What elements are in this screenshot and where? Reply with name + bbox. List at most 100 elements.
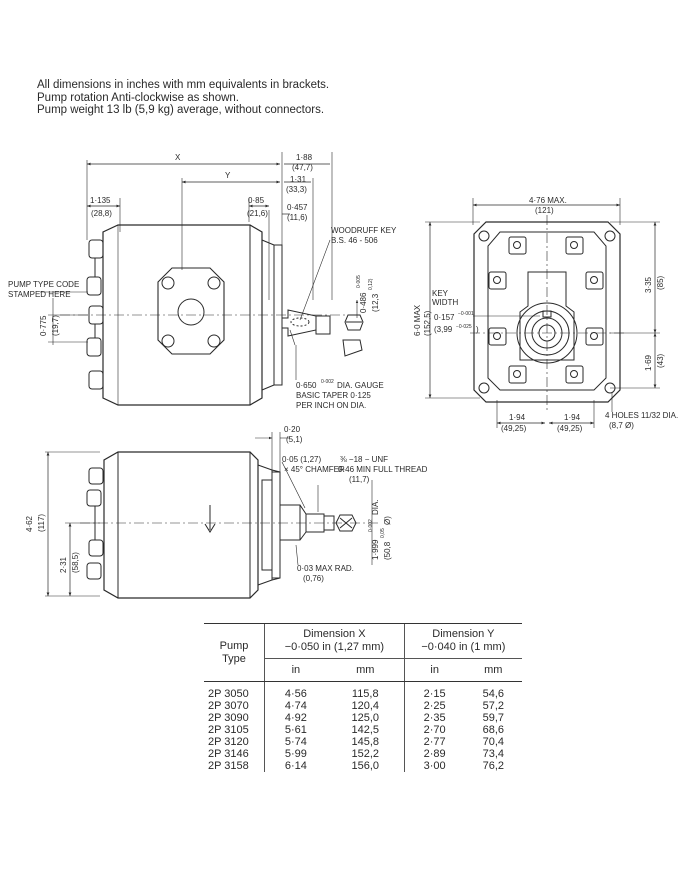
dim-y: Y — [225, 171, 231, 180]
notes-block: All dimensions in inches with mm equival… — [37, 79, 337, 117]
dim-020-mm: (5,1) — [286, 435, 303, 444]
key-value-mm-tol: −0·025 — [456, 324, 472, 330]
dim-1999-mm-end: Ø) — [383, 516, 392, 525]
cell-y-mm: 59,7 — [482, 712, 504, 724]
col-dimension-y: Dimension Y −0·040 in (1 mm) — [403, 623, 522, 659]
dim-1999: 1·999 — [371, 539, 380, 560]
dim-0457: 0·457 — [287, 203, 308, 212]
dim-0486: 0·486 — [359, 292, 368, 313]
dim-085: 0·85 — [248, 196, 265, 205]
col-type-label: Type — [222, 652, 246, 665]
key-value-tol: −0·001 — [458, 311, 474, 317]
col-dimension-x: Dimension X −0·050 in (1,27 mm) — [264, 623, 405, 659]
cell-pump-type: 2P 3120 — [208, 736, 249, 748]
dim-462: 4·62 — [25, 515, 34, 532]
cell-x-mm: 125,0 — [351, 712, 380, 724]
dim-0486-tol: 0·005 — [356, 275, 362, 288]
woodruff-spec: B.S. 46 - 506 — [331, 236, 378, 245]
cell-y-in: 2·25 — [403, 700, 465, 712]
cell-y-in: 2·35 — [403, 712, 465, 724]
cell-y-in: 2·77 — [403, 736, 465, 748]
holes-label: 4 HOLES 11/32 DIA. — [605, 411, 678, 420]
dim-005: 0·05 (1,27) — [282, 455, 321, 464]
col-pump-type: Pump Type — [204, 623, 265, 682]
dim-1135-mm: (28,8) — [91, 209, 112, 218]
gauge-label: DIA. GAUGE — [337, 381, 384, 390]
cell-pump-type: 2P 3105 — [208, 724, 249, 736]
dim-0457-mm: (11,6) — [287, 213, 308, 222]
woodruff-label: WOODRUFF KEY — [331, 226, 397, 235]
key-label: KEY — [432, 289, 449, 298]
cell-y-mm: 54,6 — [482, 688, 504, 700]
unit-in-x: in — [263, 658, 327, 682]
dim-169: 1·69 — [644, 354, 653, 371]
cell-x-in: 5·61 — [263, 724, 327, 736]
gauge-value: 0·650 — [296, 381, 317, 390]
cell-y-mm: 70,4 — [482, 736, 504, 748]
col-x-tol: −0·050 in (1,27 mm) — [284, 641, 385, 653]
dim-335-mm: (85) — [656, 275, 665, 290]
cell-pump-type: 2P 3070 — [208, 700, 249, 712]
note-rotation: Pump rotation Anti-clockwise as shown. — [37, 91, 239, 104]
dim-476-mm: (121) — [535, 206, 554, 215]
cell-x-mm: 142,5 — [351, 724, 380, 736]
radius-label: 0·03 MAX RAD. — [297, 564, 354, 573]
plan-view — [45, 432, 380, 599]
holes-mm: (8,7 Ø) — [609, 421, 634, 430]
dim-1999-dia: DIA. — [371, 499, 380, 515]
dim-194-left-mm: (49,25) — [501, 424, 527, 433]
dim-335: 3·35 — [644, 276, 653, 293]
dim-60-mm: (152,5) — [423, 310, 432, 336]
cell-y-mm: 73,4 — [482, 748, 504, 760]
dim-462-mm: (117) — [37, 514, 46, 532]
side-view — [40, 152, 364, 406]
plan-view-labels: 0·20 (5,1) 0·05 (1,27) × 45° CHAMFER ⅜ −… — [25, 425, 428, 583]
dim-188: 1·88 — [296, 153, 313, 162]
end-view — [425, 198, 660, 428]
thread-mm: (11,7) — [349, 475, 370, 484]
dim-1999-tol: 0·002 — [368, 519, 374, 532]
dim-020: 0·20 — [284, 425, 301, 434]
pump-code-label-2: STAMPED HERE — [8, 290, 71, 299]
table-row: 2P 3120 5·74 145,8 2·77 70,4 — [204, 736, 522, 748]
cell-x-in: 4·74 — [263, 700, 327, 712]
cell-x-mm: 156,0 — [351, 760, 380, 772]
dim-60: 6·0 MAX — [413, 304, 422, 336]
cell-x-in: 4·92 — [263, 712, 327, 724]
cell-y-in: 2·70 — [403, 724, 465, 736]
dim-0775-mm: (19,7) — [51, 315, 60, 336]
key-value-mm-end: ) — [476, 325, 479, 334]
col-pump-label: Pump — [219, 639, 249, 652]
dim-194-left: 1·94 — [509, 413, 526, 422]
dim-1999-mm: (50,8 — [383, 541, 392, 560]
dim-1999-mm-tol: 0,05 — [380, 528, 386, 538]
key-value: 0·157 — [434, 313, 455, 322]
gauge-taper: BASIC TAPER 0·125 — [296, 391, 371, 400]
thread-spec: ⅜ −18 − UNF — [340, 455, 388, 464]
radius-mm: (0,76) — [303, 574, 324, 583]
dim-169-mm: (43) — [656, 353, 665, 368]
cell-x-in: 5·99 — [263, 748, 327, 760]
cell-x-in: 6·14 — [263, 760, 327, 772]
note-dimensions: All dimensions in inches with mm equival… — [37, 79, 330, 91]
cell-pump-type: 2P 3158 — [208, 760, 249, 772]
dim-085-mm: (21,6) — [247, 209, 268, 218]
dimension-table: Pump Type Dimension X −0·050 in (1,27 mm… — [204, 623, 522, 772]
pump-code-label: PUMP TYPE CODE — [8, 280, 79, 289]
dim-x: X — [175, 153, 181, 162]
cell-pump-type: 2P 3050 — [208, 688, 249, 700]
cell-y-in: 3·00 — [403, 760, 465, 772]
key-width: WIDTH — [432, 298, 458, 307]
cell-x-in: 5·74 — [263, 736, 327, 748]
thread-min: 0·46 MIN FULL THREAD — [338, 465, 428, 474]
cell-x-mm: 145,8 — [351, 736, 380, 748]
dim-194-right: 1·94 — [564, 413, 581, 422]
